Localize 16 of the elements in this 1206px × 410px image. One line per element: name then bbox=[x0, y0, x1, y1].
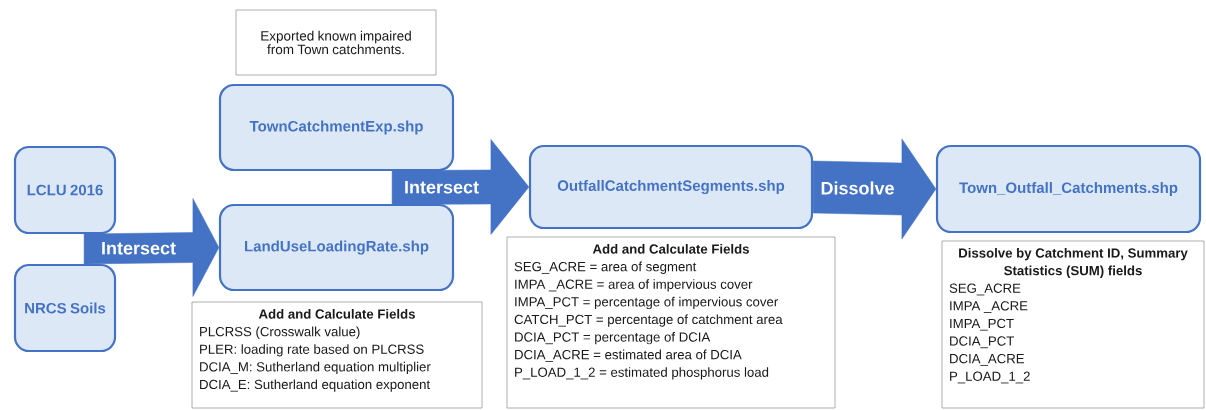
file-box: Town_Outfall_Catchments.shp bbox=[935, 144, 1202, 234]
fields-box: Add and Calculate Fields SEG_ACRE = area of segment IMPA _ACRE = area of impervious cover IMPA_PCT = percentage of impervious cover CATCH_PCT = percentage of catchment area DCIA_PCT = percentage of DCIA DCIA_ACRE = estimated area of DCIA P_LOAD_1_2 = estimated phosphorus load bbox=[506, 236, 836, 409]
file-box: LCLU 2016 bbox=[13, 145, 117, 235]
file-box: NRCS Soils bbox=[13, 263, 117, 353]
file-box: TownCatchmentExp.shp bbox=[218, 83, 455, 172]
block-arrow bbox=[83, 198, 220, 297]
fields-box: Add and Calculate Fields PLCRSS (Crosswalk value) PLER: loading rate based on PLCRSS DCIA_M: Sutherland equation multiplier DCIA_E: Sutherland equation exponent bbox=[191, 301, 483, 409]
file-box: OutfallCatchmentSegments.shp bbox=[528, 144, 814, 230]
fields-box: Dissolve by Catchment ID, Summary Statistics (SUM) fields SEG_ACRE IMPA _ACRE IMPA_PCT DCIA_PCT DCIA_ACRE P_LOAD_1_2 bbox=[941, 240, 1205, 409]
file-box: LandUseLoadingRate.shp bbox=[218, 203, 455, 292]
edge-label: Dissolve bbox=[821, 181, 894, 195]
block-arrow bbox=[391, 139, 530, 235]
edge-label: Intersect bbox=[405, 180, 479, 194]
edge-label: Intersect bbox=[102, 241, 176, 255]
note-box: Exported known impaired from Town catchments. bbox=[235, 9, 437, 76]
block-arrow bbox=[812, 138, 937, 240]
